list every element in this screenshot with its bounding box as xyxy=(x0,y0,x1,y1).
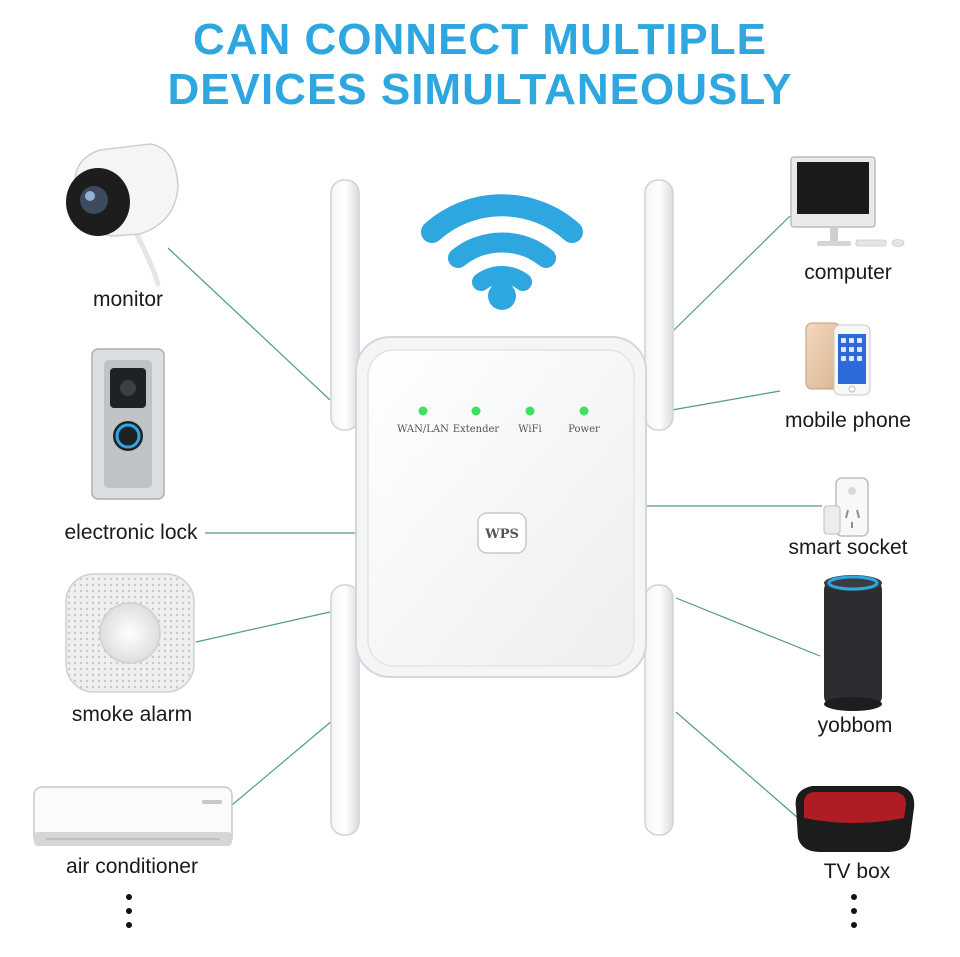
led-label-wan-lan: WAN/LAN xyxy=(397,424,449,435)
label-mobile-phone: mobile phone xyxy=(784,409,912,432)
led-wifi xyxy=(525,406,535,416)
led-row: WAN/LAN Extender WiFi Power xyxy=(397,406,600,435)
connector-mobile-phone xyxy=(671,390,781,411)
air-conditioner-icon xyxy=(33,786,233,846)
antenna-bottom-left xyxy=(330,584,360,836)
label-monitor: monitor xyxy=(92,288,164,311)
antenna-bottom-right xyxy=(644,584,674,836)
smoke-alarm-icon xyxy=(65,573,195,693)
connector-lines xyxy=(167,215,822,819)
smart-speaker-icon xyxy=(824,575,882,711)
connector-air-conditioner xyxy=(231,719,334,806)
led-label-power: Power xyxy=(568,424,600,435)
label-yobbom: yobbom xyxy=(817,714,893,737)
headline-line-1: CAN CONNECT MULTIPLE xyxy=(192,15,768,64)
mobile-phone-icon xyxy=(805,322,871,396)
wifi-icon xyxy=(421,194,583,310)
antenna-top-left xyxy=(330,179,360,431)
connector-monitor xyxy=(167,247,331,401)
led-label-wifi: WiFi xyxy=(518,424,541,435)
connector-computer xyxy=(673,215,791,331)
led-wan-lan xyxy=(418,406,428,416)
label-smoke-alarm: smoke alarm xyxy=(71,703,193,726)
more-devices-left-ellipsis xyxy=(126,894,132,936)
desktop-computer-icon xyxy=(790,156,905,247)
connector-tv-box xyxy=(675,711,799,819)
headline-line-2: DEVICES SIMULTANEOUSLY xyxy=(167,65,793,114)
antenna-top-right xyxy=(644,179,674,431)
video-doorbell-icon xyxy=(91,348,165,500)
led-label-extender: Extender xyxy=(453,424,500,435)
label-smart-socket: smart socket xyxy=(788,536,908,559)
label-electronic-lock: electronic lock xyxy=(64,521,198,544)
connector-yobbom xyxy=(675,597,821,657)
tv-box-icon xyxy=(795,786,915,852)
led-power xyxy=(579,406,589,416)
label-air-conditioner: air conditioner xyxy=(66,855,198,878)
smart-socket-icon xyxy=(823,477,869,537)
more-devices-right-ellipsis xyxy=(851,894,857,936)
connector-smoke-alarm xyxy=(195,611,331,643)
label-computer: computer xyxy=(804,261,892,284)
wifi-extender-body: WAN/LAN Extender WiFi Power WPS xyxy=(355,336,647,678)
wps-button[interactable]: WPS xyxy=(477,512,527,554)
wps-label: WPS xyxy=(484,527,519,542)
label-tv-box: TV box xyxy=(823,860,891,883)
led-extender xyxy=(471,406,481,416)
security-camera-icon xyxy=(66,143,179,287)
